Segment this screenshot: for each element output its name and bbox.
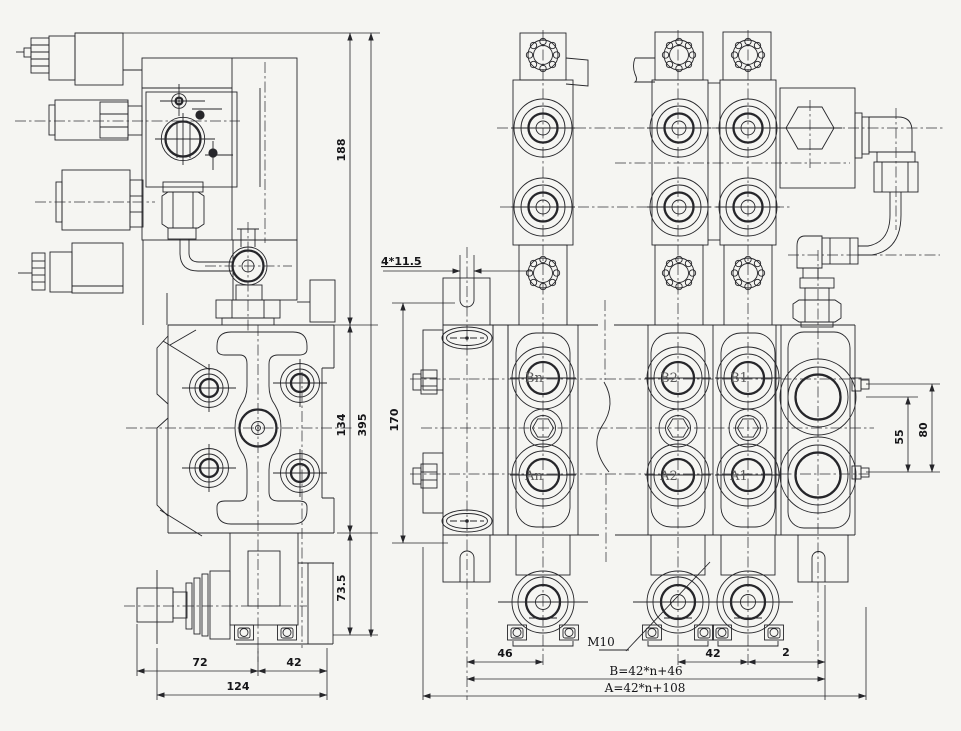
port-label-b2: B2 xyxy=(660,371,678,386)
dim-124: 124 xyxy=(227,680,250,693)
pilot-pipe-assembly xyxy=(161,181,292,332)
dim-395: 395 xyxy=(356,414,369,437)
inlet-end-plate xyxy=(412,255,509,583)
upper-connector xyxy=(16,32,142,86)
dim-formula-b: B=42*n+46 xyxy=(609,664,682,678)
port-label-bn: Bn xyxy=(525,371,544,386)
dim-55: 55 xyxy=(893,429,906,444)
left-view-side xyxy=(15,32,380,662)
intermediate-blocks xyxy=(142,239,336,325)
right-view-front: Bn An B2 A2 B1 A1 xyxy=(410,30,945,700)
lower-solenoid xyxy=(18,169,155,294)
dim-46: 46 xyxy=(497,647,513,660)
dim-2: 2 xyxy=(782,646,790,659)
dim-80: 80 xyxy=(917,422,930,438)
port-label-b1: B1 xyxy=(730,371,748,386)
dim-73_5: 73.5 xyxy=(335,574,348,601)
dim-188: 188 xyxy=(335,139,348,162)
dim-m10: M10 xyxy=(587,635,615,649)
port-label-a1: A1 xyxy=(729,469,748,484)
upper-solenoid-coil xyxy=(15,99,240,141)
port-label-a2: A2 xyxy=(659,469,678,484)
relief-block-piping xyxy=(778,87,919,328)
bottom-caps-feet xyxy=(496,534,795,652)
dim-42-right: 42 xyxy=(705,647,720,660)
pilot-valve-block xyxy=(141,57,298,243)
dim-72: 72 xyxy=(192,656,207,669)
dim-170: 170 xyxy=(388,408,401,431)
dim-slot: 4*11.5 xyxy=(381,255,422,268)
dim-134: 134 xyxy=(335,413,348,436)
dim-formula-a: A=42*n+108 xyxy=(604,681,686,695)
port-label-an: An xyxy=(524,469,543,484)
dimensions-right-view: 4*11.5 170 55 80 46 42 2 M10 B=42*n+46 A… xyxy=(381,255,940,700)
section-columns-top xyxy=(509,31,782,326)
valve-body-front: Bn An B2 A2 B1 A1 xyxy=(443,300,870,583)
valve-body-side xyxy=(126,324,354,662)
lower-housing-handle xyxy=(124,532,334,645)
dim-42-left: 42 xyxy=(286,656,301,669)
dimensions-left-view: 188 134 395 73.5 72 42 124 xyxy=(136,32,378,700)
